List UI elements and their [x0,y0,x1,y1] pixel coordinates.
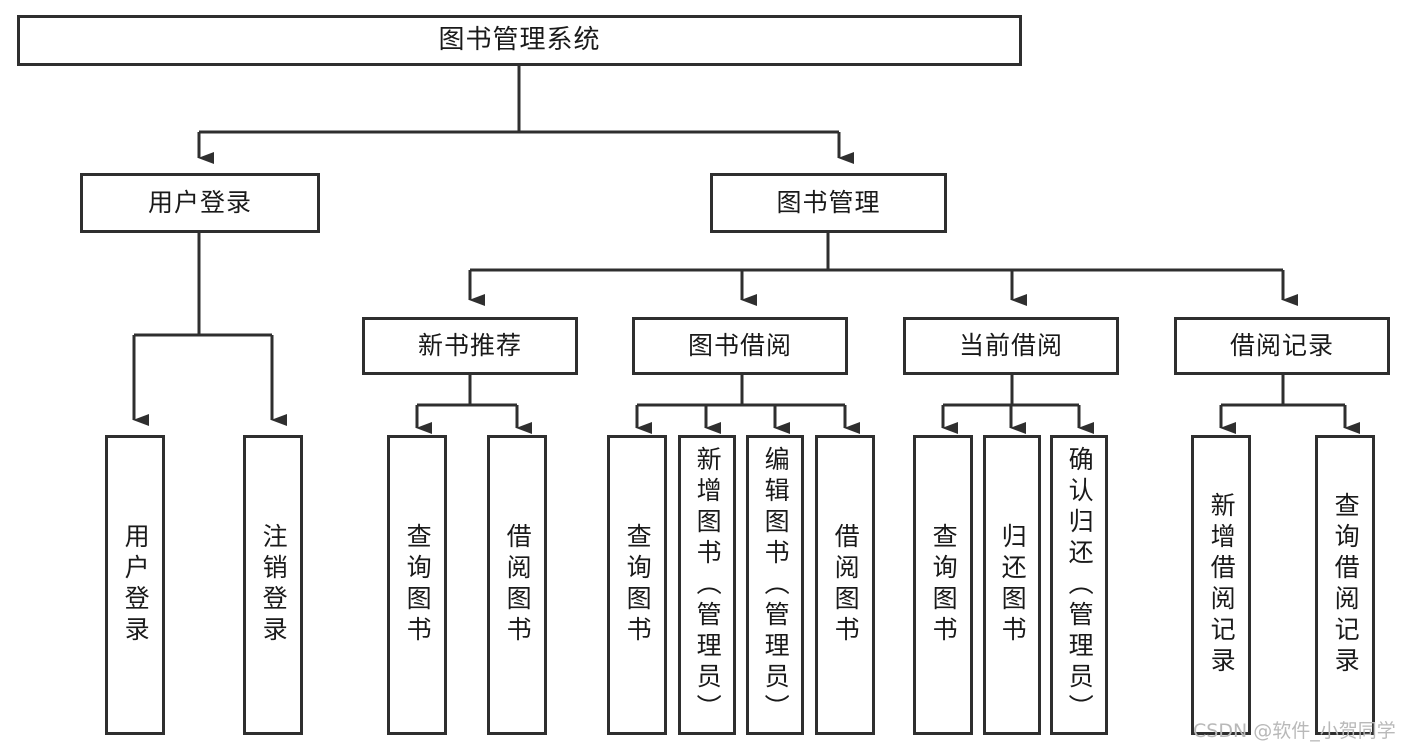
leaf-query-book-current[interactable]: 查询图书 [913,435,973,735]
node-borrow-record[interactable]: 借阅记录 [1174,317,1390,375]
node-label: 新书推荐 [417,331,522,361]
leaf-query-book-recommend[interactable]: 查询图书 [387,435,447,735]
node-label: 查询图书 [929,523,959,647]
leaf-user-login[interactable]: 用户登录 [105,435,165,735]
node-user-login[interactable]: 用户登录 [80,173,320,233]
leaf-edit-book-admin[interactable]: 编辑图书（管理员） [746,435,804,735]
node-label: 借阅图书 [831,523,861,647]
leaf-return-book[interactable]: 归还图书 [983,435,1041,735]
node-label: 确认归还（管理员） [1065,445,1095,725]
node-book-borrow[interactable]: 图书借阅 [632,317,848,375]
leaf-confirm-return-admin[interactable]: 确认归还（管理员） [1050,435,1108,735]
node-label: 用户登录 [121,523,151,647]
csdn-watermark: CSDN @软件_小贺同学 [1193,720,1396,742]
node-new-book-recommend[interactable]: 新书推荐 [362,317,578,375]
node-label: 用户登录 [147,188,252,218]
node-label: 新增借阅记录 [1207,492,1237,678]
node-label: 图书管理 [776,188,881,218]
node-label: 图书借阅 [687,331,792,361]
node-label: 编辑图书（管理员） [761,445,791,725]
leaf-add-book-admin[interactable]: 新增图书（管理员） [678,435,736,735]
leaf-logout-login[interactable]: 注销登录 [243,435,303,735]
node-label: 当前借阅 [958,331,1063,361]
node-label: 查询借阅记录 [1331,492,1361,678]
node-label: 新增图书（管理员） [693,445,723,725]
node-label: 借阅记录 [1229,331,1334,361]
leaf-borrow-book[interactable]: 借阅图书 [815,435,875,735]
node-label: 归还图书 [998,523,1028,647]
node-label: 查询图书 [623,523,653,647]
node-label: 借阅图书 [503,523,533,647]
node-label: 注销登录 [259,523,289,647]
leaf-query-book-borrow[interactable]: 查询图书 [607,435,667,735]
leaf-query-borrow-record[interactable]: 查询借阅记录 [1315,435,1375,735]
node-label: 图书管理系统 [438,25,601,56]
node-book-manage[interactable]: 图书管理 [710,173,947,233]
node-root-book-management-system[interactable]: 图书管理系统 [17,15,1022,66]
node-label: 查询图书 [403,523,433,647]
leaf-borrow-book-recommend[interactable]: 借阅图书 [487,435,547,735]
leaf-add-borrow-record[interactable]: 新增借阅记录 [1191,435,1251,735]
node-current-borrow[interactable]: 当前借阅 [903,317,1119,375]
